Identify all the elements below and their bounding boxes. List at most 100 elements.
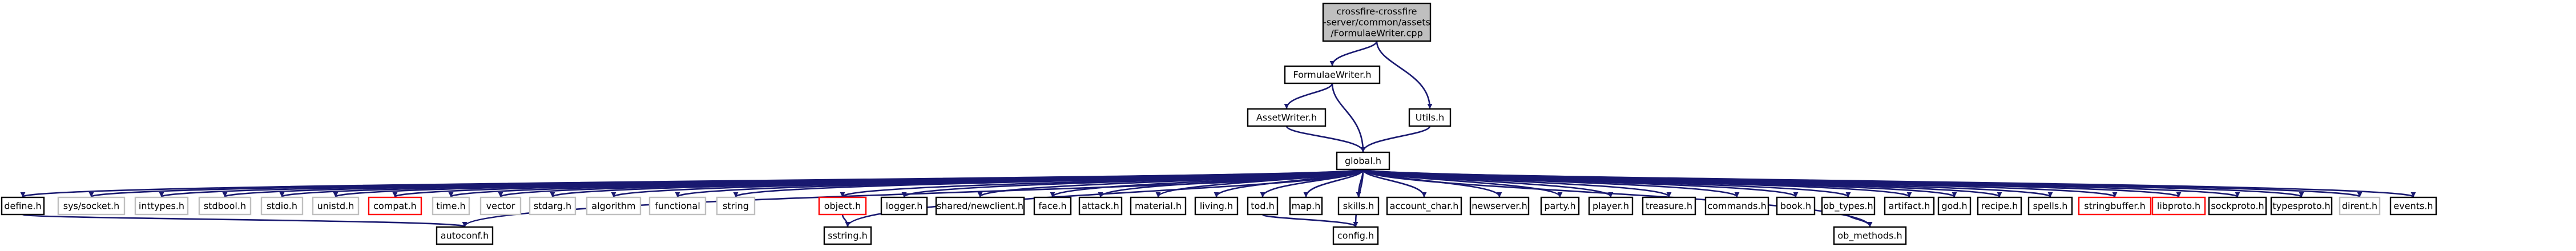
node-newserver[interactable]: newserver.h [1469, 196, 1530, 216]
edge-tod-to-config [1261, 213, 1358, 228]
node-dirent-box [2339, 196, 2381, 216]
edge-formulaewriter-to-global [1331, 83, 1366, 152]
node-skills-box [1337, 196, 1380, 216]
node-treasure[interactable]: treasure.h [1642, 196, 1696, 216]
node-ob_types[interactable]: ob_types.h [1821, 196, 1876, 216]
node-material-box [1130, 196, 1187, 216]
node-inttypes-box [134, 196, 189, 216]
node-dirent: dirent.h [2339, 196, 2381, 216]
node-logger[interactable]: logger.h [880, 196, 928, 216]
edge-root-to-utils [1376, 41, 1433, 109]
node-root-label: -server/common/assets [1323, 17, 1430, 28]
node-typesproto-label: typesproto.h [2272, 201, 2330, 212]
node-living-box [1194, 196, 1239, 216]
edge-global-to-map [1303, 169, 1364, 197]
node-face-box [1033, 196, 1072, 216]
node-sockproto[interactable]: sockproto.h [2208, 196, 2267, 216]
node-material[interactable]: material.h [1130, 196, 1187, 216]
node-root[interactable]: crossfire-crossfire-server/common/assets… [1322, 2, 1432, 42]
node-spells[interactable]: spells.h [2027, 196, 2073, 216]
node-sharednewclient[interactable]: shared/newclient.h [935, 196, 1025, 216]
node-living[interactable]: living.h [1194, 196, 1239, 216]
node-account_char[interactable]: account_char.h [1386, 196, 1462, 216]
node-artifact[interactable]: artifact.h [1884, 196, 1935, 216]
node-material-label: material.h [1135, 201, 1182, 212]
node-config[interactable]: config.h [1332, 226, 1379, 245]
node-face[interactable]: face.h [1033, 196, 1072, 216]
node-map[interactable]: map.h [1289, 196, 1323, 216]
edges-layer [21, 41, 2416, 228]
node-sstring[interactable]: sstring.h [823, 226, 872, 245]
node-party[interactable]: party.h [1540, 196, 1580, 216]
node-libproto[interactable]: libproto.h [2151, 196, 2206, 216]
node-sharednewclient-box [935, 196, 1025, 216]
node-party-label: party.h [1544, 201, 1575, 212]
node-stdio-box [260, 196, 304, 216]
node-account_char-label: account_char.h [1390, 201, 1459, 212]
node-utils[interactable]: Utils.h [1408, 108, 1452, 127]
node-autoconf[interactable]: autoconf.h [436, 226, 494, 245]
node-newserver-box [1469, 196, 1530, 216]
node-commands[interactable]: commands.h [1704, 196, 1769, 216]
edge-ob_types-to-ob_methods [1847, 214, 1873, 227]
node-define[interactable]: define.h [1, 196, 45, 216]
node-formulaewriter[interactable]: FormulaeWriter.h [1284, 65, 1381, 84]
node-stdarg-label: stdarg.h [534, 201, 571, 212]
node-compat[interactable]: compat.h [368, 196, 422, 216]
node-stringbuffer[interactable]: stringbuffer.h [2078, 196, 2152, 216]
node-ob_methods[interactable]: ob_methods.h [1833, 226, 1907, 245]
node-assetwriter[interactable]: AssetWriter.h [1247, 108, 1327, 127]
node-typesproto-box [2270, 196, 2333, 216]
node-functional: functional [648, 196, 707, 216]
node-tod[interactable]: tod.h [1247, 196, 1279, 216]
node-map-box [1289, 196, 1323, 216]
node-tod-label: tod.h [1251, 201, 1274, 212]
node-syssocket-label: sys/socket.h [63, 201, 120, 212]
node-recipe-box [1977, 196, 2022, 216]
node-events[interactable]: events.h [2389, 196, 2437, 216]
node-formulaewriter-box [1284, 65, 1381, 84]
node-typesproto[interactable]: typesproto.h [2270, 196, 2333, 216]
node-recipe-label: recipe.h [1981, 201, 2018, 212]
node-stdio: stdio.h [260, 196, 304, 216]
edge-formulaewriter-to-assetwriter [1284, 83, 1333, 109]
edge-global-to-events [1362, 168, 2416, 198]
node-string-box [716, 196, 756, 216]
node-autoconf-box [436, 226, 494, 245]
node-unistd-label: unistd.h [317, 201, 354, 212]
node-attack[interactable]: attack.h [1078, 196, 1123, 216]
node-player[interactable]: player.h [1588, 196, 1634, 216]
node-syssocket-box [57, 196, 126, 216]
node-root-label: crossfire-crossfire [1336, 6, 1417, 17]
node-book-box [1776, 196, 1816, 216]
edge-utils-to-global [1360, 126, 1431, 152]
node-stdio-label: stdio.h [267, 201, 297, 212]
node-compat-box [368, 196, 422, 216]
node-god[interactable]: god.h [1937, 196, 1972, 216]
node-skills[interactable]: skills.h [1337, 196, 1380, 216]
node-global[interactable]: global.h [1336, 151, 1390, 171]
node-algorithm: algorithm [586, 196, 642, 216]
node-global-label: global.h [1345, 156, 1381, 167]
node-libproto-box [2151, 196, 2206, 216]
edge-global-to-config [1353, 169, 1364, 227]
node-autoconf-label: autoconf.h [441, 230, 489, 241]
node-object[interactable]: object.h [818, 196, 867, 216]
node-root-box [1322, 2, 1432, 42]
node-string: string [716, 196, 756, 216]
node-stdbool-box [198, 196, 252, 216]
node-god-box [1937, 196, 1972, 216]
node-events-box [2389, 196, 2437, 216]
node-stringbuffer-label: stringbuffer.h [2084, 201, 2145, 212]
edge-root-to-formulaewriter [1329, 41, 1378, 66]
node-algorithm-label: algorithm [591, 201, 635, 212]
node-config-label: config.h [1337, 230, 1374, 241]
node-map-label: map.h [1292, 201, 1321, 212]
node-book[interactable]: book.h [1776, 196, 1816, 216]
node-account_char-box [1386, 196, 1462, 216]
node-commands-box [1704, 196, 1769, 216]
node-ob_methods-box [1833, 226, 1907, 245]
node-object-label: object.h [824, 201, 861, 212]
node-recipe[interactable]: recipe.h [1977, 196, 2022, 216]
